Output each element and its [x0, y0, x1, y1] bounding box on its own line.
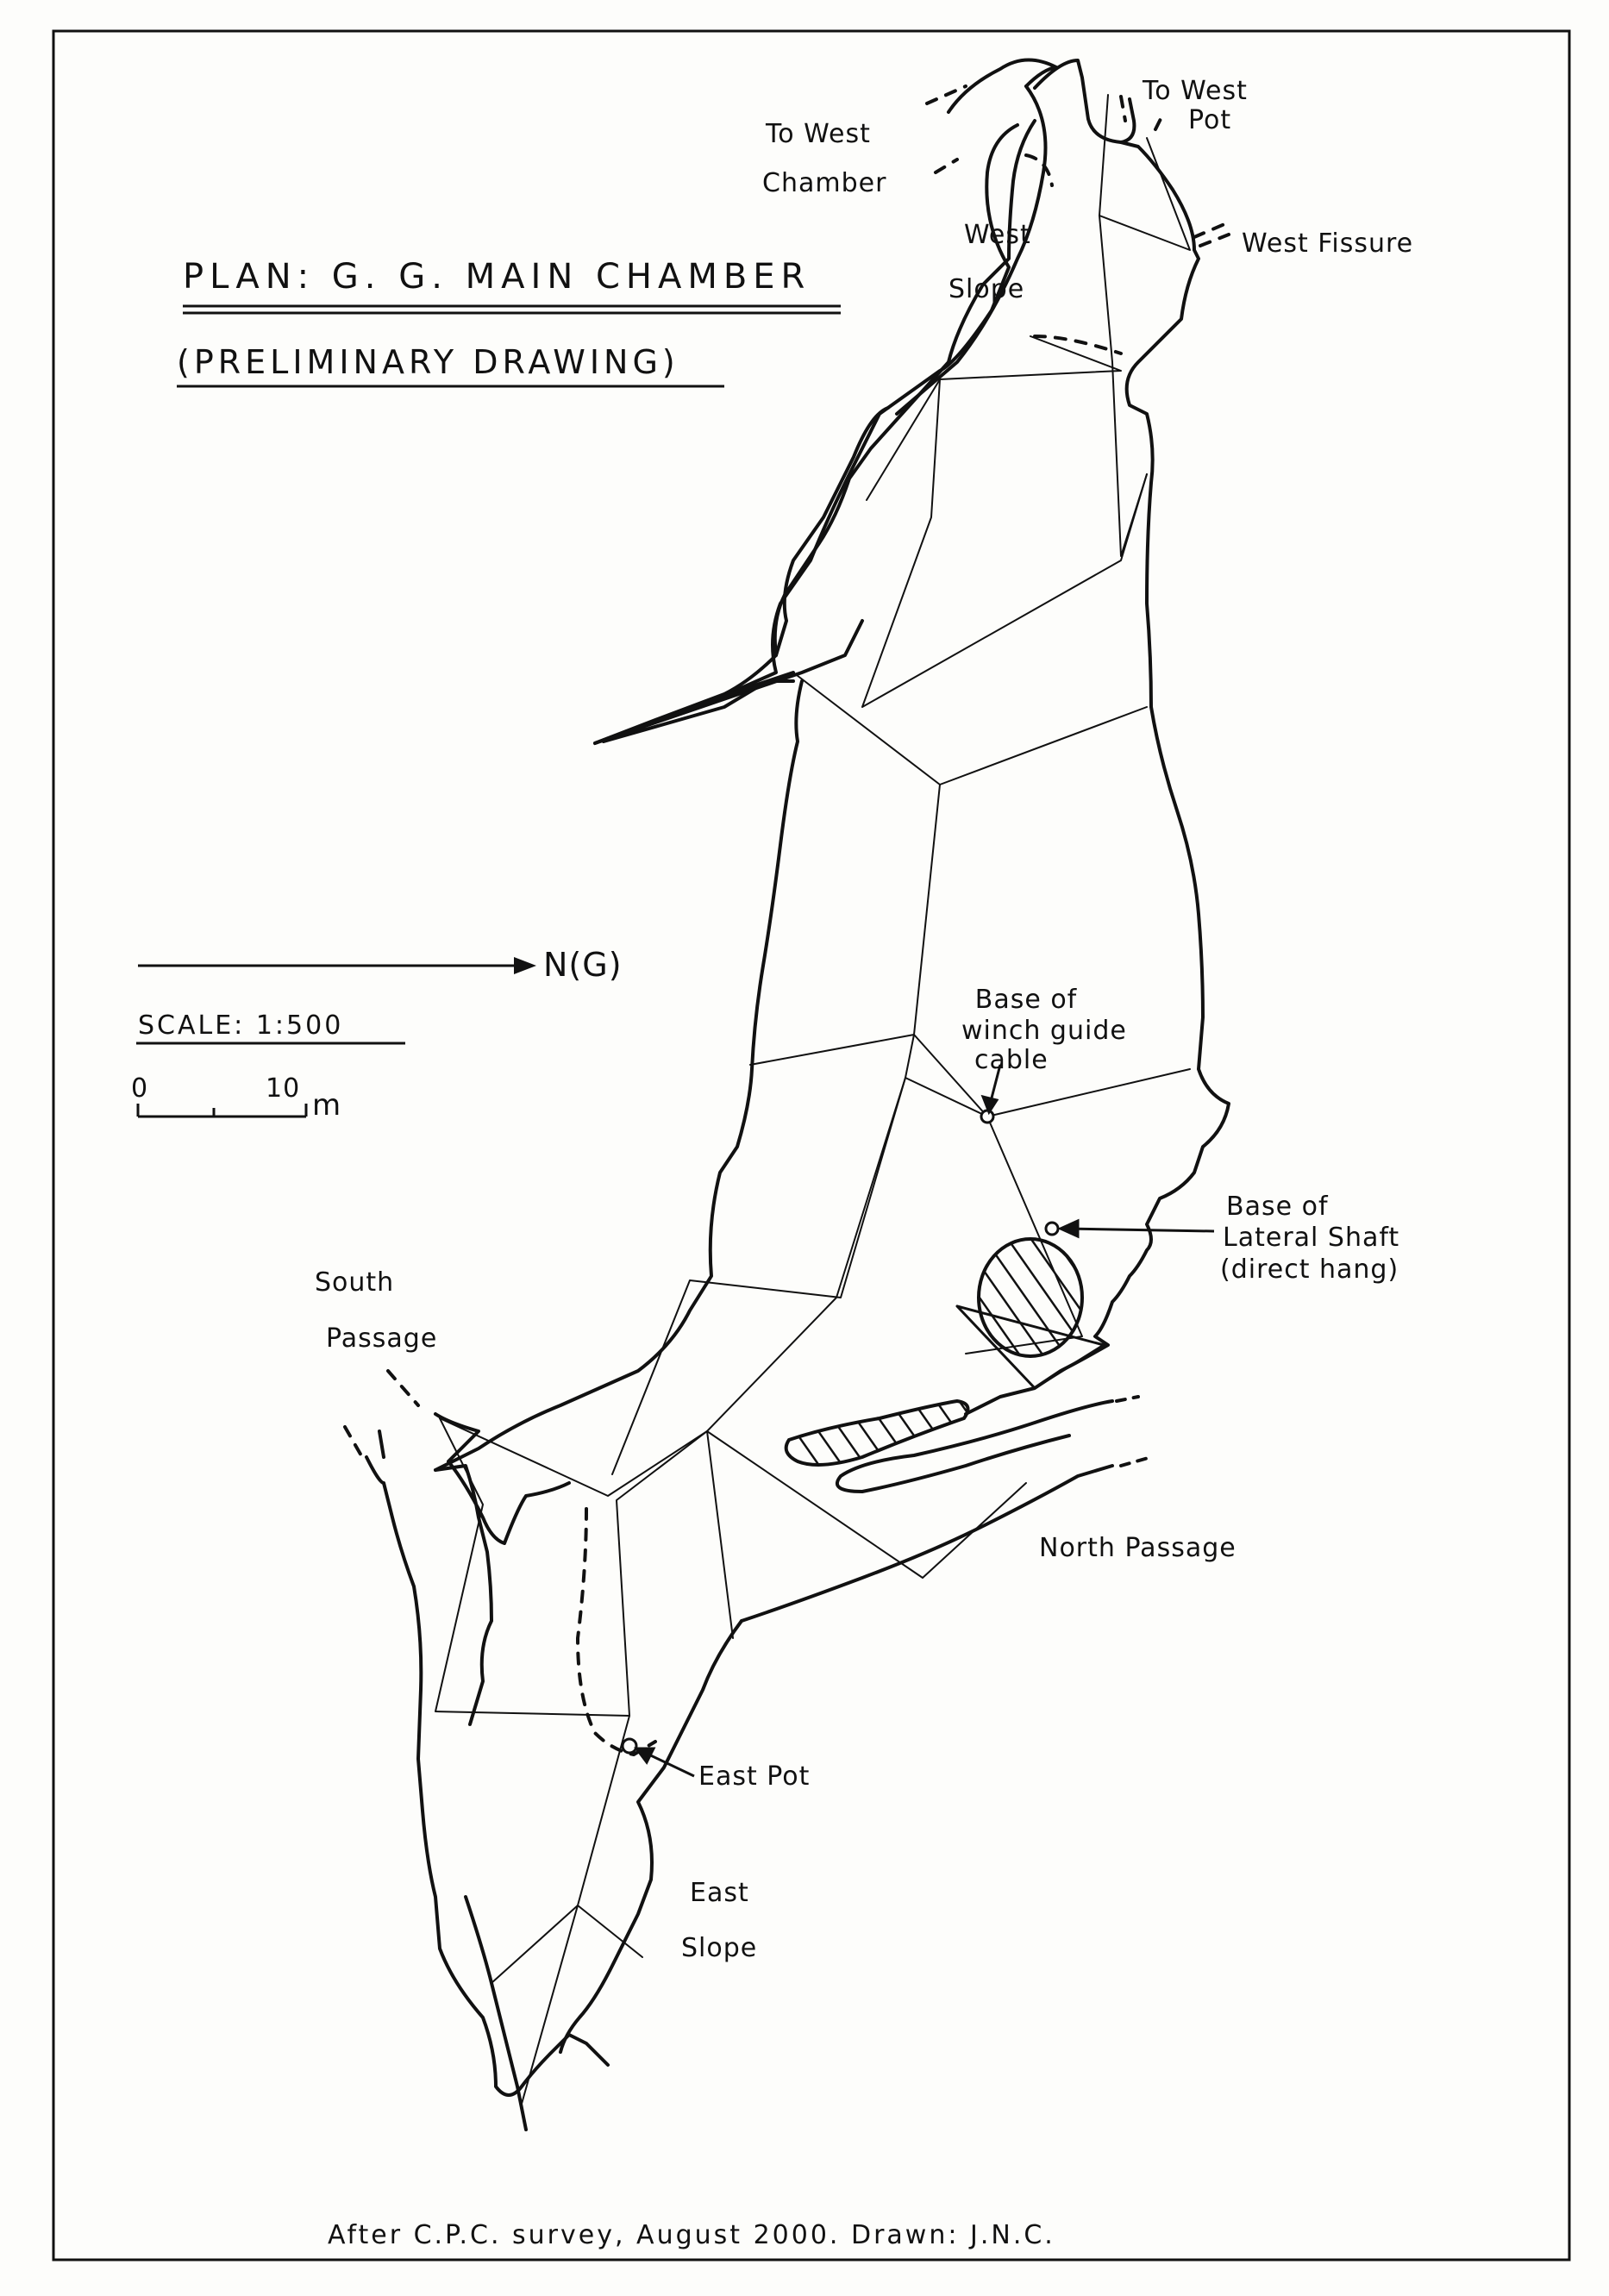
east-pot-label: East Pot: [698, 1761, 811, 1792]
south-dash-lines: [343, 1369, 657, 1756]
east-pot-arrow-head: [634, 1747, 656, 1765]
scale-unit: m: [312, 1088, 342, 1123]
winch-label-1: Base of: [974, 985, 1078, 1015]
north-arrow-head: [514, 957, 536, 974]
west-slope-lobe: [773, 58, 1058, 657]
lateral-shaft-marker: [1044, 1221, 1060, 1236]
west-dash-lines: [925, 84, 1230, 355]
east-slope-walls: [464, 1619, 743, 2131]
chamber-wall-west-upper: [593, 59, 1136, 745]
south-passage-walls: [365, 1412, 610, 2097]
lateral-arrow: [1064, 1227, 1215, 1233]
east-pot-marker: [621, 1737, 638, 1755]
north-passage-dashes: [1115, 1395, 1153, 1467]
scale-zero: 0: [131, 1073, 149, 1104]
east-slope-label-1: East: [690, 1878, 749, 1908]
chamber-wall-south: [434, 406, 890, 1472]
scale-bar: [136, 1104, 308, 1118]
winch-label-3: cable: [974, 1045, 1049, 1075]
lateral-shaft-hatch: [977, 1237, 1084, 1358]
winch-arrow-head: [980, 1094, 999, 1116]
lateral-label-1: Base of: [1226, 1192, 1329, 1222]
south-passage-label-2: Passage: [326, 1323, 438, 1354]
lateral-label-3: (direct hang): [1220, 1254, 1399, 1285]
to-west-chamber-label-1: To West: [766, 119, 871, 149]
pit-hatch: [784, 1398, 970, 1467]
west-slope-label-1: West: [964, 220, 1031, 250]
south-passage-label-1: South: [315, 1267, 395, 1298]
north-label: N(G): [543, 946, 623, 984]
west-fissure-label: West Fissure: [1242, 228, 1414, 259]
scale-label: SCALE: 1:500: [138, 1010, 344, 1041]
to-west-pot-label-2: Pot: [1188, 105, 1232, 135]
lateral-label-2: Lateral Shaft: [1223, 1223, 1400, 1253]
to-west-pot-label-1: To West: [1143, 76, 1248, 106]
west-spike: [602, 671, 795, 743]
east-slope-label-2: Slope: [681, 1933, 758, 1963]
winch-label-2: winch guide: [961, 1016, 1127, 1046]
map-title: PLAN: G. G. MAIN CHAMBER: [183, 257, 811, 297]
scale-ten: 10: [266, 1073, 301, 1104]
west-wall-inner: [895, 84, 1048, 416]
survey-legs: [435, 94, 1191, 2105]
chamber-wall-north: [964, 141, 1230, 1416]
north-passage-label: North Passage: [1039, 1533, 1236, 1563]
north-passage-walls: [740, 1399, 1114, 1623]
west-slope-label-2: Slope: [948, 274, 1025, 304]
map-footer: After C.P.C. survey, August 2000. Drawn:…: [328, 2220, 1055, 2250]
to-west-chamber-label-2: Chamber: [762, 168, 887, 198]
winch-cable-marker: [980, 1109, 995, 1124]
page-border: [52, 29, 1571, 2262]
lateral-arrow-head: [1057, 1218, 1080, 1239]
map-subtitle: (PRELIMINARY DRAWING): [177, 343, 679, 381]
